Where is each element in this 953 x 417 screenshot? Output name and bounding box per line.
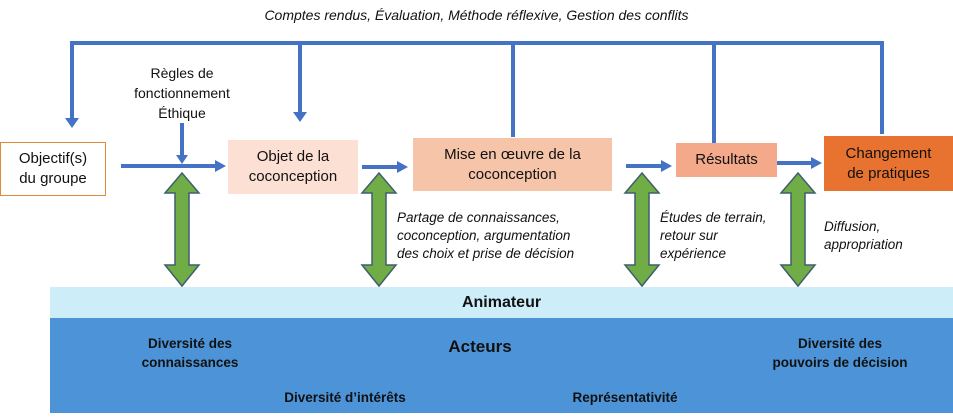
acteurs-title: Acteurs — [448, 337, 512, 356]
arrowhead-icon — [215, 160, 226, 172]
annotation-line: expérience — [660, 246, 727, 261]
annotation-line: des choix et prise de décision — [397, 246, 575, 261]
rules-line: Éthique — [158, 105, 206, 121]
acteurs-band — [50, 318, 953, 413]
annotation-line: Partage de connaissances, — [397, 210, 560, 225]
annotation-line: coconception, argumentation — [397, 228, 571, 243]
annotation-diffusion: Diffusion, appropriation — [824, 218, 903, 254]
step-mise-en-oeuvre: Mise en œuvre de la coconception — [413, 138, 612, 191]
arrowhead-icon — [176, 155, 188, 164]
rules-line: Règles de — [150, 65, 214, 81]
annotation-line: Diffusion, — [824, 219, 881, 234]
arrowhead-icon — [397, 161, 408, 173]
animateur-band: Animateur — [50, 287, 953, 318]
double-arrow-icon — [360, 171, 398, 288]
double-arrow-icon — [623, 171, 661, 288]
animateur-label: Animateur — [461, 293, 542, 311]
step-line: Objectif(s) — [18, 150, 88, 167]
arrowhead-icon — [811, 157, 822, 169]
step-line: de pratiques — [847, 164, 930, 182]
actor-item: Diversité des pouvoirs de décision — [740, 334, 940, 372]
annotation-line: Études de terrain, — [660, 210, 767, 225]
actor-item-line: pouvoirs de décision — [772, 355, 908, 370]
step-objet: Objet de la coconception — [228, 140, 358, 194]
actor-item: Diversité des connaissances — [110, 334, 270, 372]
actor-item-line: Diversité des — [147, 336, 233, 351]
annotation-line: retour sur — [660, 228, 718, 243]
rules-line: fonctionnement — [134, 85, 230, 101]
step-objectifs: Objectif(s) du groupe — [0, 142, 106, 196]
annotation-line: appropriation — [824, 237, 903, 252]
step-line: Résultats — [695, 151, 758, 168]
actor-item-line: Diversité des — [797, 336, 883, 351]
actor-item-line: connaissances — [141, 355, 239, 370]
double-arrow-icon — [779, 171, 817, 288]
step-changement: Changement de pratiques — [824, 136, 953, 191]
arrowhead-icon — [293, 112, 307, 122]
double-arrow-icon — [163, 171, 201, 288]
step-line: du groupe — [19, 170, 87, 187]
feedback-label: Comptes rendus, Évaluation, Méthode réfl… — [264, 7, 689, 23]
rules-label: Règles de fonctionnement Éthique — [112, 63, 252, 123]
step-line: Objet de la — [256, 148, 330, 165]
step-line: coconception — [468, 165, 557, 183]
annotation-etudes: Études de terrain, retour sur expérience — [660, 209, 767, 263]
step-line: Changement — [845, 144, 932, 162]
step-line: coconception — [248, 168, 338, 185]
actor-item: Représentativité — [572, 390, 678, 405]
step-resultats: Résultats — [676, 143, 777, 177]
arrowhead-icon — [65, 118, 79, 128]
arrowhead-icon — [661, 160, 672, 172]
actor-item: Diversité d’intérêts — [284, 390, 406, 405]
annotation-partage: Partage de connaissances, coconception, … — [397, 209, 574, 263]
step-line: Mise en œuvre de la — [444, 145, 581, 163]
